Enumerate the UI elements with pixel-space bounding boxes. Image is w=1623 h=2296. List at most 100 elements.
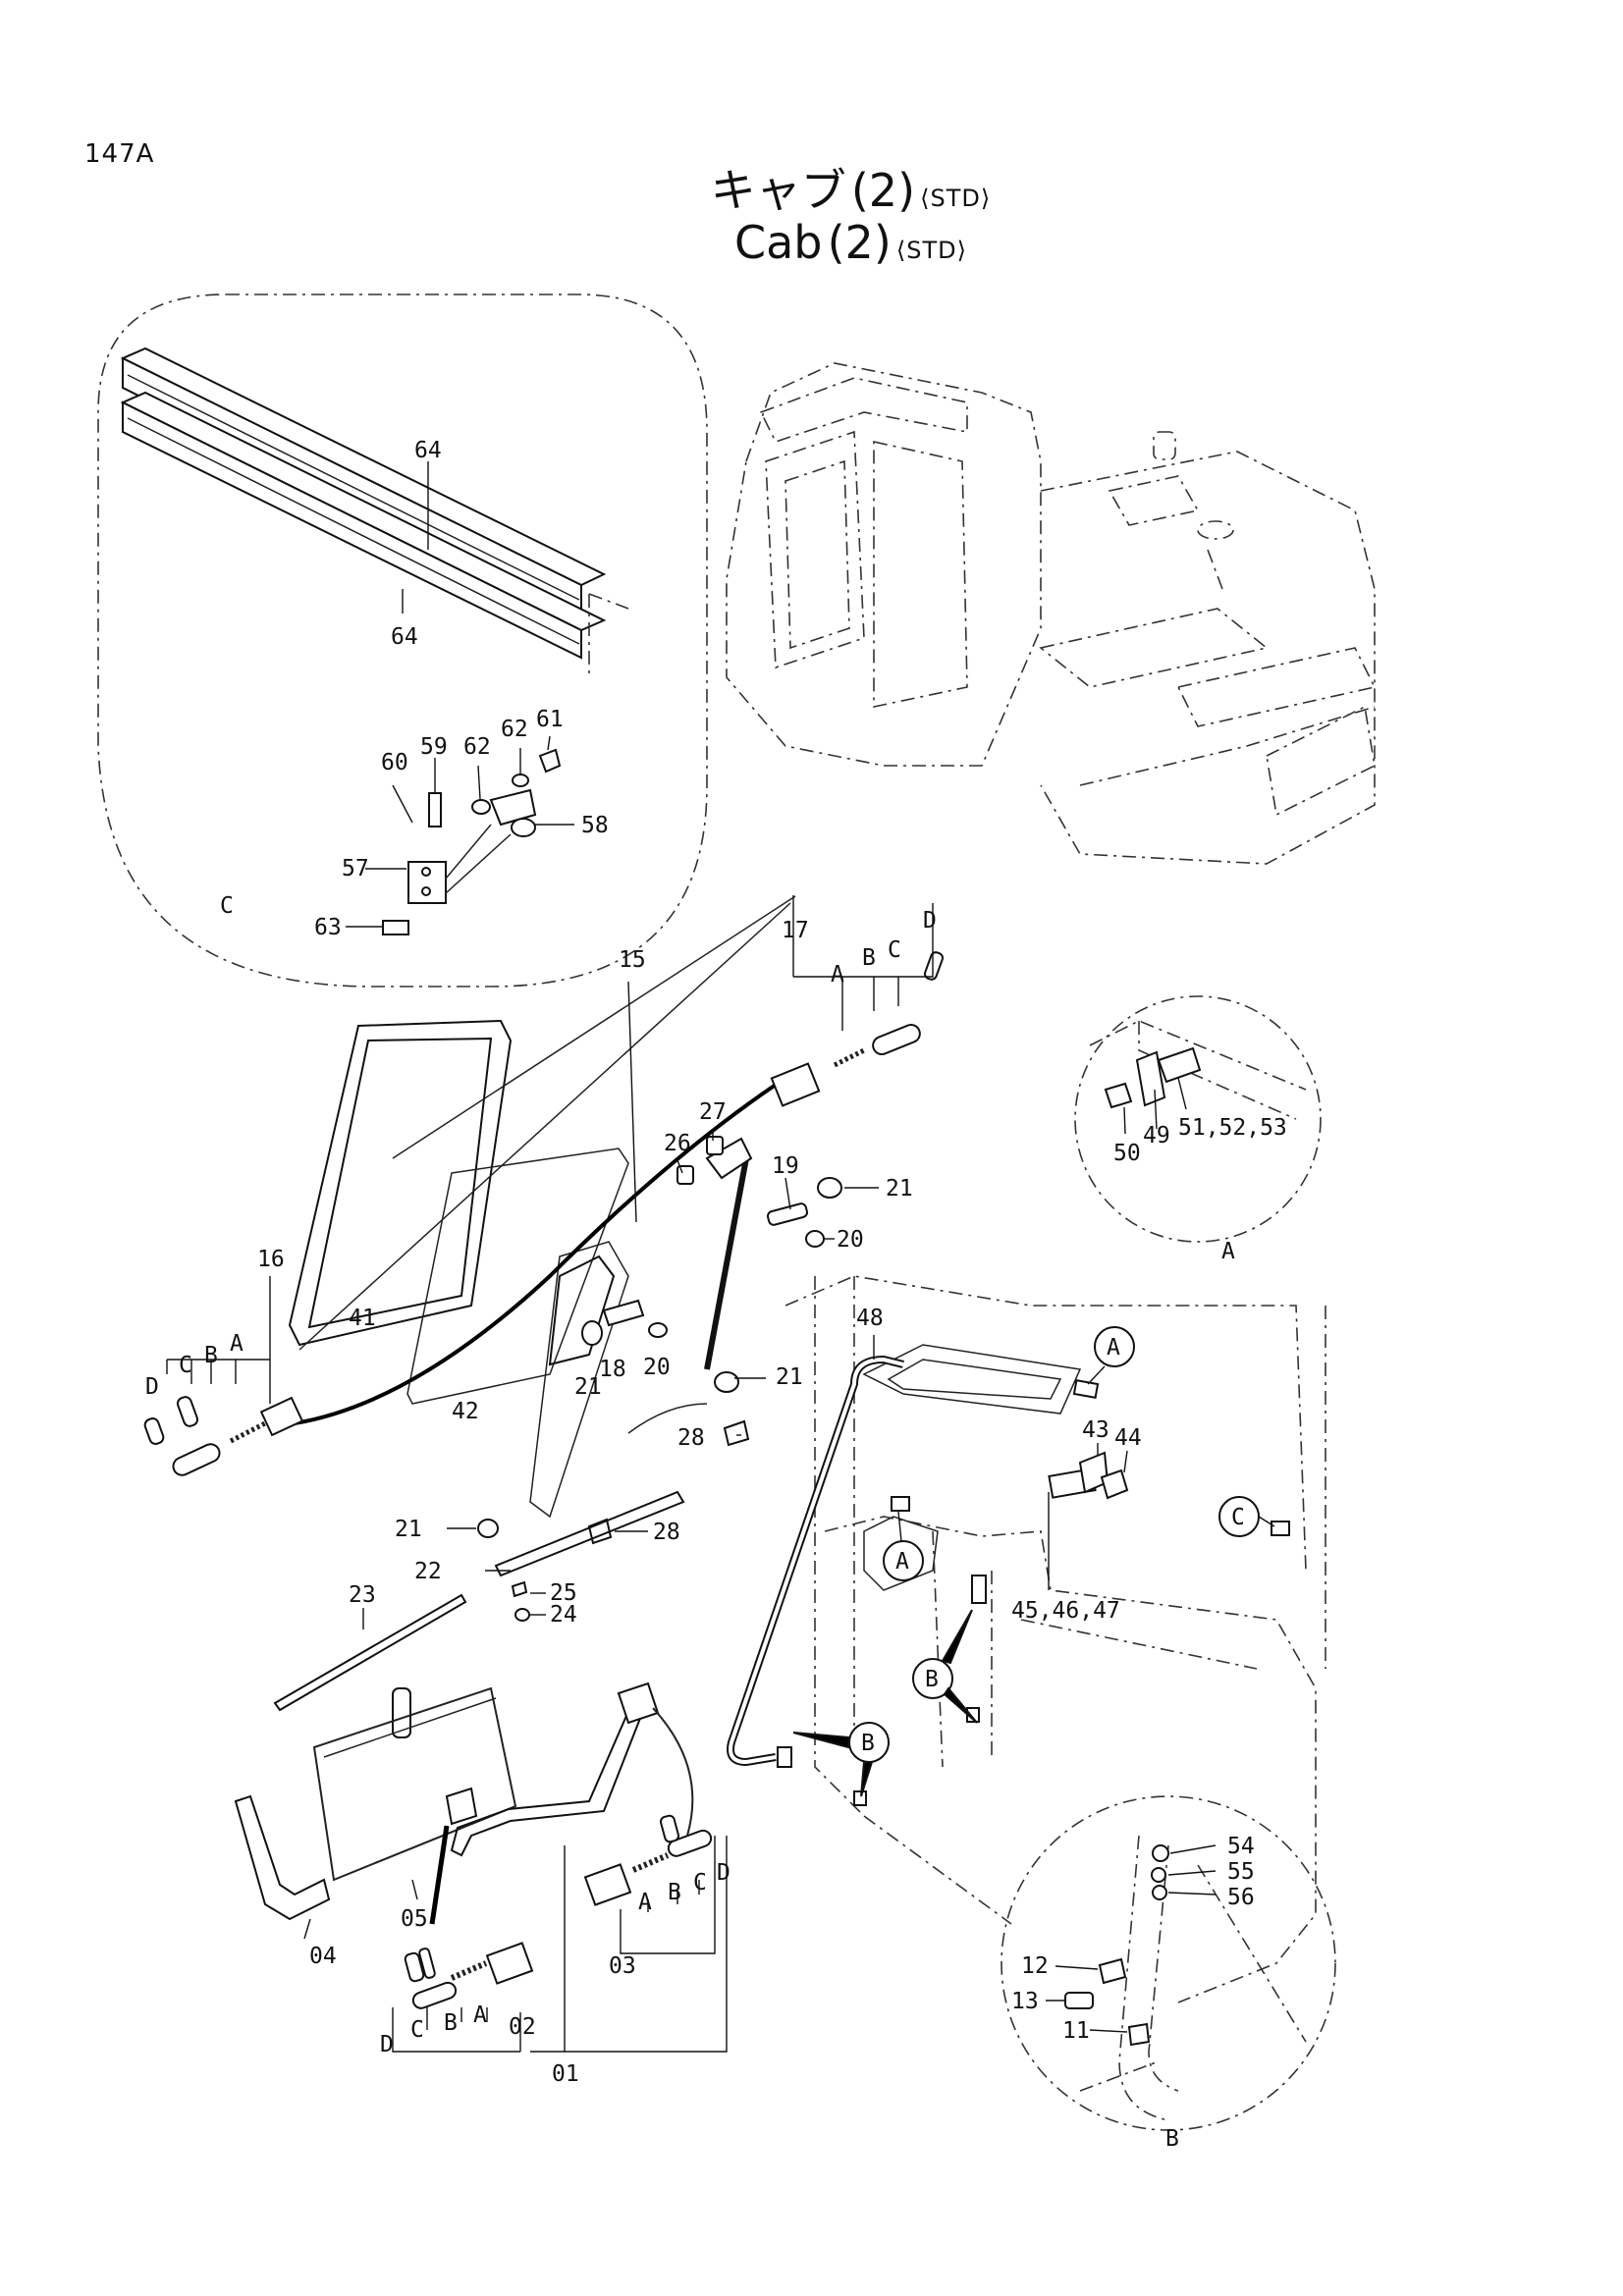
callout-12: 12 — [1021, 1953, 1049, 1979]
callout-50: 50 — [1113, 1141, 1141, 1166]
detail-a-label: A — [1221, 1239, 1235, 1264]
lower-window-leaders — [303, 1836, 728, 2053]
callout-48: 48 — [856, 1306, 884, 1331]
hinge-plate-57 — [407, 861, 447, 904]
marker-b-lower-text: B — [861, 1731, 875, 1756]
detail-c-outline — [97, 294, 708, 988]
marker-b-upper-text: B — [925, 1667, 939, 1692]
lower-window-assembly — [234, 1682, 713, 2009]
detail-b-outline — [1001, 1795, 1336, 2131]
callout-16-b: B — [204, 1343, 218, 1368]
frame-reference-markers: A A B B C — [792, 1326, 1275, 1797]
callout-51-52-53: 51,52,53 — [1178, 1115, 1287, 1141]
callout-56: 56 — [1227, 1885, 1255, 1910]
callout-18: 18 — [599, 1357, 626, 1382]
hinge-assembly — [382, 748, 562, 935]
marker-b-upper — [912, 1658, 953, 1699]
callout-03-b: B — [668, 1880, 681, 1905]
hinge-bracket-58 — [489, 788, 537, 827]
callout-27: 27 — [699, 1099, 727, 1125]
callout-05: 05 — [401, 1906, 428, 1932]
detail-b-group: 54 55 56 12 13 11 B — [1001, 1795, 1336, 2152]
marker-c-text: C — [1231, 1505, 1245, 1530]
callout-15: 15 — [619, 947, 646, 973]
callout-59: 59 — [420, 734, 448, 760]
callout-28-lower: 28 — [653, 1520, 680, 1545]
callout-58: 58 — [581, 813, 609, 838]
callout-62-left: 62 — [463, 734, 491, 760]
detail-b-label: B — [1165, 2126, 1179, 2152]
callout-62-right: 62 — [501, 717, 528, 742]
frame-leaders — [873, 1335, 1128, 1590]
title-ja-group: (2) — [850, 164, 916, 217]
callout-03-a: A — [638, 1890, 652, 1915]
detail-c-group — [97, 294, 708, 988]
callout-16-a: A — [230, 1331, 243, 1357]
title-en-group: (2) — [827, 216, 892, 269]
callout-63: 63 — [314, 915, 342, 940]
callout-03: 03 — [609, 1953, 636, 1979]
callout-02-b: B — [444, 2010, 458, 2036]
release-cable — [294, 1083, 778, 1425]
callout-21-lower: 21 — [395, 1517, 422, 1542]
rail-end-bracket — [588, 593, 629, 677]
door-window-frame — [288, 895, 796, 1405]
marker-a-upper-text: A — [1107, 1335, 1120, 1361]
page-number: 147A — [84, 139, 155, 169]
cab-body-overview — [726, 362, 1377, 865]
callout-19: 19 — [772, 1153, 799, 1179]
title-ja-text: キャブ — [710, 164, 846, 217]
cab-frame — [727, 1275, 1326, 2003]
callout-60: 60 — [381, 750, 408, 775]
callout-21-right: 21 — [776, 1364, 803, 1390]
callout-49: 49 — [1143, 1123, 1170, 1148]
callout-16-c: C — [179, 1353, 192, 1378]
callout-02-c: C — [410, 2017, 424, 2043]
title-en-tag: ⟨STD⟩ — [895, 237, 967, 264]
callout-17-d: D — [923, 908, 937, 934]
detail-c-label: C — [220, 893, 234, 919]
bolt-63 — [382, 920, 409, 935]
title-japanese: キャブ (2) ⟨STD⟩ — [39, 155, 1623, 220]
latch-body-17 — [770, 1062, 821, 1107]
callout-57: 57 — [342, 856, 369, 881]
marker-a-lower — [883, 1540, 924, 1581]
callout-64-upper: 64 — [414, 438, 442, 463]
callout-01: 01 — [552, 2061, 579, 2087]
title-en-text: Cab — [734, 216, 823, 269]
callout-28-upper: 28 — [677, 1425, 705, 1451]
callout-43: 43 — [1082, 1417, 1109, 1443]
callout-23: 23 — [349, 1582, 376, 1608]
title-ja-tag: ⟨STD⟩ — [920, 185, 992, 212]
callout-03-d: D — [717, 1860, 730, 1886]
latch-body-16 — [259, 1396, 304, 1437]
detail-a-outline — [1074, 995, 1322, 1243]
callout-11: 11 — [1062, 2018, 1090, 2044]
callout-20-top: 20 — [837, 1227, 864, 1253]
callout-22: 22 — [414, 1559, 442, 1584]
callout-13: 13 — [1011, 1989, 1039, 2014]
callout-02-d: D — [380, 2032, 394, 2057]
callout-16-d: D — [145, 1374, 159, 1400]
callout-17-c: C — [888, 937, 901, 963]
callout-17-b: B — [862, 945, 876, 971]
marker-a-upper — [1094, 1326, 1135, 1367]
callout-17: 17 — [782, 918, 809, 943]
callout-17-a: A — [831, 962, 844, 988]
callout-55: 55 — [1227, 1859, 1255, 1885]
title-english: Cab (2) ⟨STD⟩ — [39, 216, 1623, 269]
callout-20-mid: 20 — [643, 1355, 671, 1380]
callout-16: 16 — [257, 1247, 285, 1272]
callout-03-c: C — [693, 1870, 707, 1896]
callout-61: 61 — [536, 707, 564, 732]
bolt-61 — [538, 748, 562, 774]
callout-42: 42 — [452, 1399, 479, 1424]
callout-02: 02 — [509, 2014, 536, 2040]
callout-45-46-47: 45,46,47 — [1011, 1598, 1120, 1624]
callout-26: 26 — [664, 1131, 691, 1156]
callout-21-mid: 21 — [574, 1374, 602, 1400]
callout-04: 04 — [309, 1944, 337, 1969]
callout-24: 24 — [550, 1602, 577, 1628]
seal-rail — [120, 347, 607, 660]
